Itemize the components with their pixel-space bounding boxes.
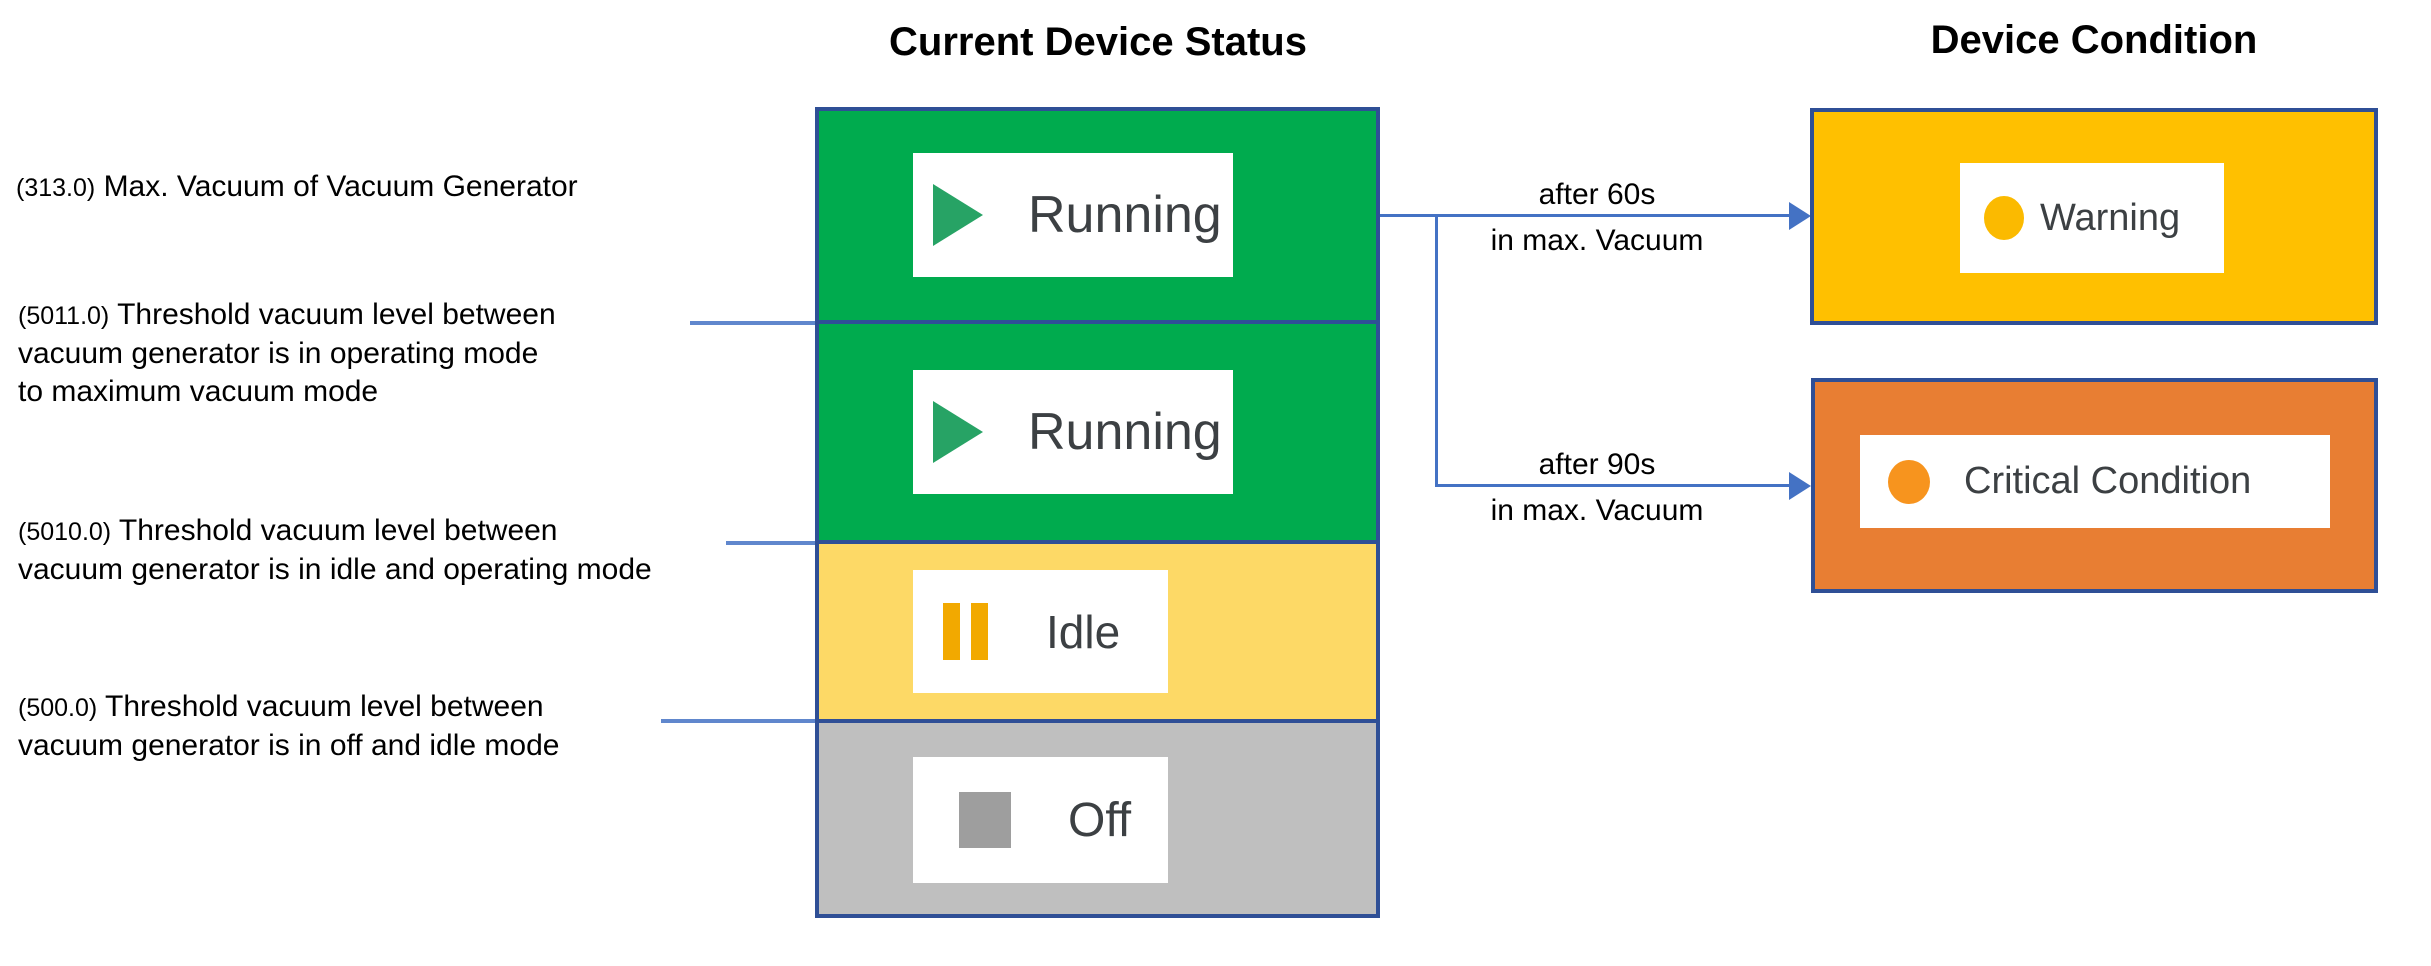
threshold-connector-line-2 [726,541,815,545]
threshold-value: (313.0) [16,174,96,202]
box-divider [819,320,1376,324]
status-column-title: Current Device Status [889,20,1307,64]
transition-label-after-60s: after 60s [1538,178,1656,211]
condition-column-title: Device Condition [1930,18,2258,62]
transition-label-max-vacuum-2: in max. Vacuum [1490,494,1704,527]
threshold-text-line: to maximum vacuum mode [18,375,379,408]
threshold-value: (5011.0) [18,302,110,330]
transition-label-after-90s: after 90s [1538,448,1656,481]
threshold-label-max-vacuum: (313.0) Max. Vacuum of Vacuum Generator [16,168,578,207]
threshold-text-line: vacuum generator is in idle and operatin… [18,553,652,586]
transition-label-max-vacuum-1: in max. Vacuum [1490,224,1704,257]
threshold-connector-line-3 [661,719,815,723]
box-divider [819,540,1376,544]
condition-chip-label: Warning [2040,196,2181,239]
condition-chip-warning: Warning [1960,163,2224,273]
status-chip-label: Running [1028,186,1222,244]
threshold-text-line: (5010.0) Threshold vacuum level between [18,514,558,547]
status-chip-running-2: Running [913,370,1233,494]
warning-dot-icon [1984,196,2024,240]
status-chip-label: Running [1028,403,1222,461]
arrow-right-icon [1789,202,1811,230]
threshold-text-line: vacuum generator is in operating mode [18,337,539,370]
threshold-value: (5010.0) [18,518,112,546]
condition-box-warning [1810,108,2378,325]
critical-dot-icon [1888,459,1930,504]
transition-line-90s [1435,484,1792,487]
transition-line-60s [1380,214,1792,217]
play-icon [933,401,983,463]
threshold-label-500: (500.0) Threshold vacuum level between v… [18,688,559,765]
arrow-right-icon [1789,472,1811,500]
status-chip-label: Off [1068,793,1132,847]
threshold-value: (500.0) [18,694,98,722]
status-chip-label: Idle [1046,605,1121,658]
threshold-text-line: (500.0) Threshold vacuum level between [18,690,544,723]
status-chip-idle: Idle [913,570,1168,693]
status-chip-off: Off [913,757,1168,883]
box-divider [819,719,1376,723]
stop-icon [959,792,1011,848]
condition-chip-label: Critical Condition [1964,460,2252,502]
threshold-text-line: (5011.0) Threshold vacuum level between [18,298,556,331]
threshold-label-5011: (5011.0) Threshold vacuum level between … [18,296,556,411]
threshold-text-line: vacuum generator is in off and idle mode [18,729,560,762]
threshold-text-line: (313.0) Max. Vacuum of Vacuum Generator [16,170,578,203]
transition-branch-line [1435,214,1438,487]
condition-chip-critical: Critical Condition [1860,435,2330,528]
threshold-connector-line-1 [690,321,815,325]
play-icon [933,184,983,246]
status-chip-running-1: Running [913,153,1233,277]
threshold-label-5010: (5010.0) Threshold vacuum level between … [18,512,652,589]
pause-icon [943,603,988,660]
